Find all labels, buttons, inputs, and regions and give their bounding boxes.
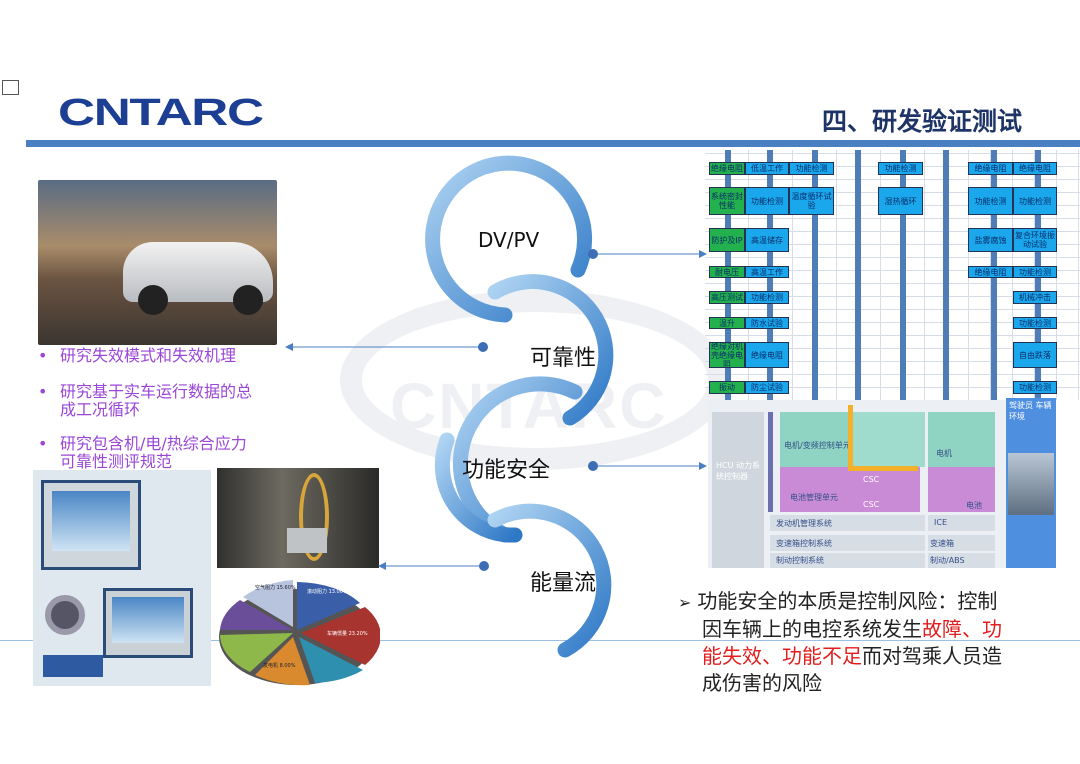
flow-step: 防尘试验	[745, 381, 789, 394]
flow-step: 防水试验	[745, 317, 789, 329]
flow-step: 功能检测	[1013, 266, 1057, 278]
ring-reliability	[487, 274, 614, 426]
brake-control-label: 制动控制系统	[776, 556, 824, 565]
cntarc-logo: CNTARC	[58, 92, 264, 134]
flow-step: 绝缘电阻	[968, 162, 1013, 175]
flow-step: 高温储存	[745, 228, 789, 252]
ring-functional-safety	[452, 376, 583, 543]
footer-divider	[0, 640, 1080, 641]
pie-slice	[297, 582, 360, 630]
flow-step: 温升	[709, 317, 745, 329]
flow-step: 功能检测	[968, 187, 1013, 215]
flow-step: 绝缘电阻	[745, 342, 789, 368]
flow-step: 机械冲击	[1013, 291, 1057, 304]
connector-dot	[588, 249, 598, 259]
cycle-label-energy-flow: 能量流	[530, 571, 597, 596]
csc-label: CSC	[863, 475, 880, 484]
ice-label: ICE	[934, 518, 947, 527]
environment-label: 驾驶员 车辆 环境	[1009, 401, 1052, 421]
flow-step: 绝缘电阻	[709, 162, 745, 175]
flow-step: 功能检测	[789, 162, 834, 175]
flow-step: 绝缘电阻	[968, 266, 1013, 278]
pie-label: 空气阻力 15.60%	[255, 584, 296, 591]
flow-step: 功能检测	[745, 187, 789, 215]
pie-label: 车辆惯量 23.20%	[327, 630, 368, 637]
abs-label: 制动/ABS	[930, 556, 965, 565]
flow-step: 功能检测	[878, 162, 923, 175]
connector-dot	[588, 461, 598, 471]
flow-step: 耐电压	[709, 266, 745, 278]
pie-slice	[220, 600, 293, 630]
pie-slice	[299, 637, 363, 683]
connector-dot	[479, 561, 489, 571]
pie-label: 发电机 8.00%	[263, 662, 296, 669]
ring-fs-inner	[434, 432, 523, 543]
pie-slice	[243, 580, 293, 627]
powertrain-system-diagram: HCU 动力系统控制器 电机/变频控制单元 电池管理单元 CSC CSC 电机 …	[708, 400, 1006, 568]
flow-step: 盐雾腐蚀	[968, 228, 1013, 252]
csc-label: CSC	[863, 500, 880, 509]
bullet-item: •研究包含机/电/热综合应力可靠性测评规范	[38, 434, 247, 471]
flow-step: 功能检测	[1013, 187, 1057, 215]
functional-safety-statement: ➢功能安全的本质是控制风险：控制 因车辆上的电控系统发生故障、功 能失效、功能不…	[678, 589, 1002, 695]
motor-controller-label: 电机/变频控制单元	[784, 441, 851, 450]
test-flowchart: 绝缘电阻 系统密封性能 防护及IP 耐电压 高压测试 温升 绝缘对机壳绝缘电阻 …	[705, 150, 1080, 400]
flow-step: 振动	[709, 381, 745, 394]
flow-step: 高温工作	[745, 266, 789, 278]
bullet-item: •研究失效模式和失效机理	[38, 346, 237, 365]
cycle-label-dvpv: DV/PV	[478, 228, 540, 252]
tcu-label: 变速箱控制系统	[776, 539, 832, 548]
ring-energy	[487, 503, 612, 658]
battery-label: 电池	[966, 501, 982, 510]
pie-label: 滚动阻力 13.00%	[307, 588, 348, 595]
flow-step: 系统密封性能	[709, 187, 745, 215]
flow-step: 功能检测	[745, 291, 789, 304]
flow-step: 高压测试	[709, 291, 745, 304]
cycle-label-functional-safety: 功能安全	[462, 458, 551, 483]
flow-step: 功能检测	[1013, 317, 1057, 329]
flow-step: 绝缘对机壳绝缘电阻	[709, 342, 745, 368]
placeholder-box	[2, 80, 19, 95]
bullet-item: •研究基于实车运行数据的总成工况循环	[38, 382, 253, 419]
pie-slice	[255, 637, 310, 686]
page-title: 四、研发验证测试	[822, 107, 1023, 136]
gearbox-label: 变速箱	[930, 539, 954, 548]
sensor-photo	[217, 468, 379, 568]
flow-step: 绝缘电阻	[1013, 162, 1057, 175]
driver-vehicle-environment-panel: 驾驶员 车辆 环境	[1006, 398, 1056, 568]
flow-step: 防护及IP	[709, 228, 745, 252]
pie-chart: 空气阻力 15.60% 滚动阻力 13.00% 车辆惯量 23.20% 发电机 …	[219, 580, 380, 686]
connector-dot	[478, 342, 488, 352]
pie-slice	[220, 633, 293, 672]
flow-step: 低温工作	[745, 162, 789, 175]
car-photo	[38, 180, 277, 345]
flow-step: 自由跌落	[1013, 342, 1057, 368]
header-divider	[26, 140, 1080, 147]
motor-label: 电机	[936, 449, 952, 458]
ring-dvpv	[425, 155, 593, 323]
test-equipment-photo	[33, 470, 211, 686]
ems-label: 发动机管理系统	[776, 519, 832, 528]
hcu-label: HCU 动力系统控制器	[716, 461, 760, 481]
flow-step: 湿热循环	[878, 187, 923, 215]
flow-step: 功能检测	[1013, 381, 1057, 394]
cycle-label-reliability: 可靠性	[530, 346, 597, 371]
pie-slice	[301, 607, 380, 665]
flow-step: 复合环境振动试验	[1013, 228, 1057, 252]
bms-label: 电池管理单元	[790, 493, 838, 502]
flow-step: 温度循环试验	[789, 187, 834, 215]
